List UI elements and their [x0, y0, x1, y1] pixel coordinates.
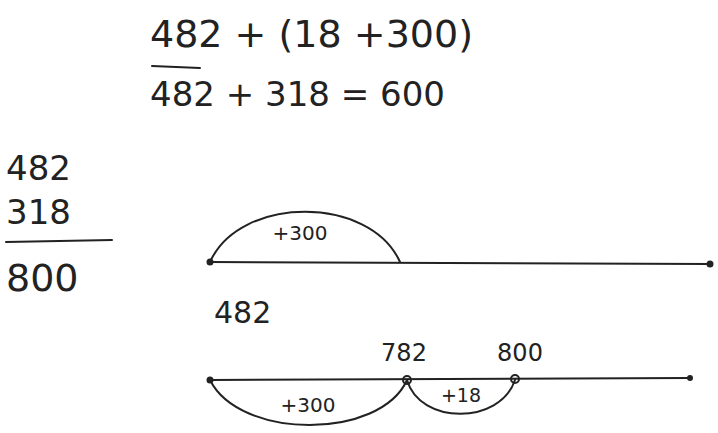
equation-line: 482 + 318 = 600 [150, 76, 445, 113]
addend: 318 [6, 194, 71, 231]
tick-number: 800 [497, 340, 543, 366]
jump-arc [407, 380, 515, 414]
number-line-dot [207, 259, 214, 266]
number-line-dot [207, 377, 214, 384]
jump-arc [210, 380, 407, 425]
start-number: 482 [214, 296, 271, 329]
jump-label: +300 [271, 222, 330, 244]
number-line [210, 262, 710, 264]
number-line-dot [511, 375, 519, 383]
underline [152, 66, 200, 68]
sum: 800 [6, 258, 79, 300]
jump-label: +18 [439, 385, 483, 406]
number-line-dot [403, 376, 411, 384]
sum-bar [6, 240, 112, 242]
jump-label: +300 [279, 394, 338, 416]
number-line-dot [707, 261, 714, 268]
tick-number: 782 [381, 340, 427, 366]
number-line [210, 378, 690, 380]
addend: 482 [6, 150, 71, 187]
number-line-dot [687, 375, 693, 381]
equation-line: 482 + (18 +300) [150, 14, 473, 56]
jump-arc [210, 212, 400, 262]
